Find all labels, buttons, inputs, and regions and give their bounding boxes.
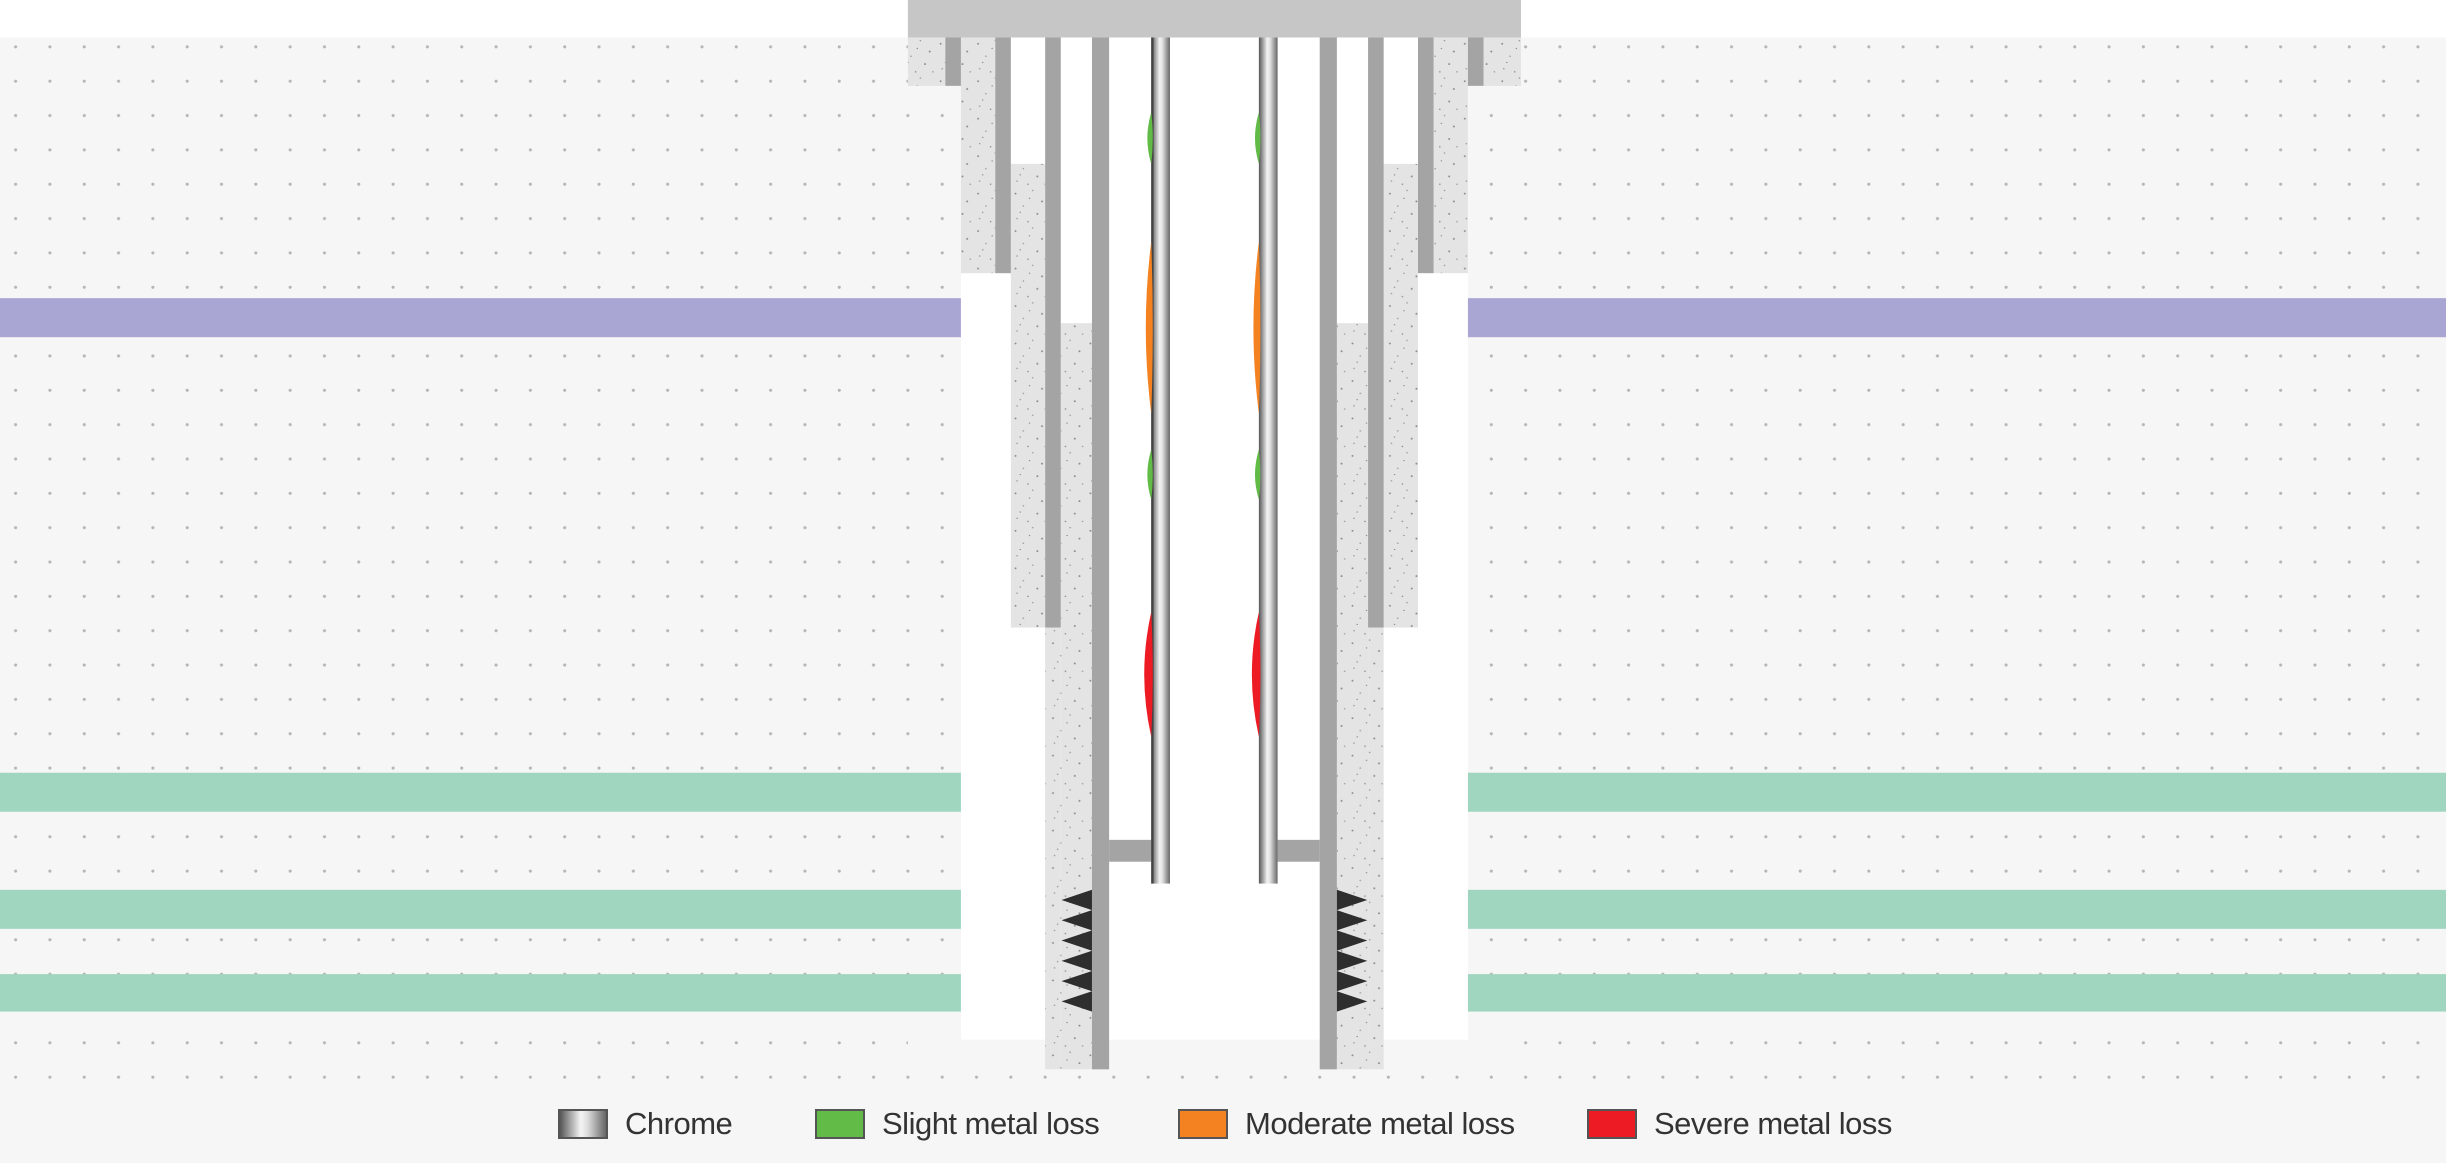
surface-cement-left bbox=[907, 37, 946, 86]
metal-loss-moderate-left bbox=[1145, 241, 1153, 414]
metal-loss-slight-right bbox=[1254, 112, 1261, 164]
chrome-swatch-icon bbox=[558, 1109, 608, 1139]
perforation-left bbox=[1061, 991, 1092, 1012]
upper-formation-band-left bbox=[0, 298, 1011, 338]
legend-label: Moderate metal loss bbox=[1245, 1106, 1515, 1141]
reservoir-band-1-left bbox=[0, 772, 1061, 812]
perforation-left bbox=[1061, 970, 1092, 992]
legend-item-severe: Severe metal loss bbox=[1587, 1104, 1892, 1144]
moderate-swatch-icon bbox=[1178, 1109, 1228, 1139]
perforation-right bbox=[1336, 970, 1368, 992]
metal-loss-severe-left bbox=[1144, 611, 1153, 737]
perforation-left bbox=[1061, 930, 1092, 951]
perforation-left bbox=[1061, 889, 1092, 911]
legend-item-moderate: Moderate metal loss bbox=[1178, 1104, 1515, 1144]
reservoir-band-2-left bbox=[0, 889, 1061, 929]
ground-dots-below bbox=[907, 1069, 1521, 1085]
lower-cement-right bbox=[1368, 627, 1384, 1070]
wellhead-plate bbox=[907, 0, 1521, 38]
perforation-left bbox=[1061, 950, 1092, 971]
surface-casing-cement-left bbox=[1010, 163, 1046, 628]
intermediate-casing-right bbox=[1368, 37, 1384, 628]
metal-loss-severe-right bbox=[1251, 611, 1261, 737]
legend-label: Slight metal loss bbox=[882, 1106, 1100, 1141]
tubing-edge-line bbox=[1151, 37, 1154, 884]
intermediate-casing-left bbox=[1045, 37, 1061, 628]
perforation-right bbox=[1336, 991, 1368, 1012]
packer-left bbox=[1109, 839, 1152, 862]
upper-formation-band-right bbox=[1417, 298, 2446, 338]
metal-loss-moderate-right bbox=[1253, 241, 1261, 414]
lower-cement-left bbox=[1045, 627, 1061, 1070]
reservoir-band-2-right bbox=[1368, 889, 2446, 929]
packer-right bbox=[1277, 839, 1320, 862]
legend-item-chrome: Chrome bbox=[558, 1104, 733, 1144]
surface-cement-right bbox=[1483, 37, 1521, 86]
production-casing-left bbox=[1091, 37, 1110, 1070]
perforation-right bbox=[1336, 930, 1368, 951]
production-casing-right bbox=[1319, 37, 1337, 1070]
reservoir-band-3-right bbox=[1368, 974, 2446, 1012]
conductor-casing-left bbox=[945, 37, 961, 86]
perforation-right bbox=[1336, 910, 1368, 931]
severe-swatch-icon bbox=[1587, 1109, 1637, 1139]
legend-label: Chrome bbox=[625, 1106, 733, 1141]
surface-casing-left bbox=[995, 37, 1011, 274]
surface-casing-cement-right bbox=[1383, 163, 1418, 628]
production-tubing-right bbox=[1258, 37, 1278, 884]
conductor-casing-right bbox=[1467, 37, 1484, 86]
reservoir-band-1-right bbox=[1368, 772, 2446, 812]
perforation-right bbox=[1336, 950, 1368, 971]
reservoir-band-3-left bbox=[0, 974, 1061, 1012]
perforation-left bbox=[1061, 910, 1092, 931]
legend: Chrome Slight metal loss Moderate metal lo… bbox=[0, 1104, 2446, 1144]
metal-loss-slight-right bbox=[1254, 449, 1261, 500]
conductor-cement-right bbox=[1433, 37, 1468, 274]
metal-loss-slight-left bbox=[1147, 449, 1153, 500]
conductor-cement-left bbox=[960, 37, 996, 274]
metal-loss-slight-left bbox=[1147, 112, 1153, 164]
surface-casing-right bbox=[1417, 37, 1434, 274]
production-tubing-left bbox=[1151, 37, 1170, 884]
slight-swatch-icon bbox=[815, 1109, 865, 1139]
legend-item-slight: Slight metal loss bbox=[815, 1104, 1100, 1144]
perforation-right bbox=[1336, 889, 1368, 911]
legend-label: Severe metal loss bbox=[1654, 1106, 1892, 1141]
